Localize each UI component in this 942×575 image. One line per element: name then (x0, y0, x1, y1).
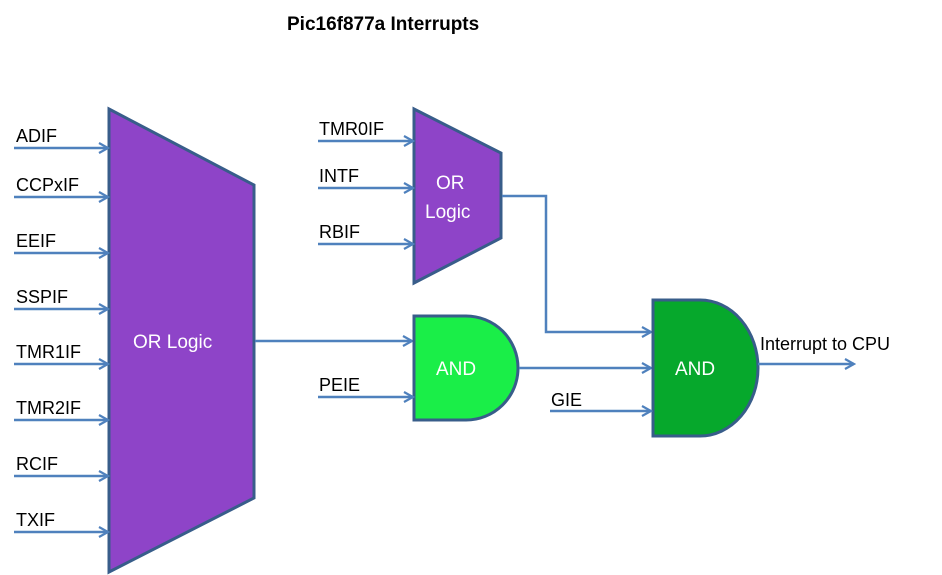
peripheral-inputs: ADIF CCPxIF EEIF SSPIF TMR1IF TMR2IF RCI… (14, 126, 108, 532)
output-label: Interrupt to CPU (760, 334, 890, 354)
core-or-gate (412, 106, 503, 286)
input-label-tmr1if: TMR1IF (16, 342, 81, 362)
input-label-rcif: RCIF (16, 454, 58, 474)
input-label-tmr2if: TMR2IF (16, 398, 81, 418)
diagram-title: Pic16f877a Interrupts (287, 14, 479, 35)
input-label-peie: PEIE (319, 375, 360, 395)
input-label-eeif: EEIF (16, 231, 56, 251)
peripheral-or-label: OR Logic (133, 332, 212, 353)
input-label-ccpxif: CCPxIF (16, 175, 79, 195)
gie-and-gate (651, 298, 760, 438)
core-or-label-line2: Logic (425, 202, 470, 223)
input-label-tmr0if: TMR0IF (319, 119, 384, 139)
input-label-gie: GIE (551, 390, 582, 410)
core-or-output-wire (502, 194, 651, 332)
input-label-txif: TXIF (16, 510, 55, 530)
input-label-adif: ADIF (16, 126, 57, 146)
input-label-rbif: RBIF (319, 222, 360, 242)
core-inputs: TMR0IF INTF RBIF (318, 119, 413, 244)
peie-and-gate (412, 314, 520, 422)
peie-and-label: AND (436, 359, 476, 380)
core-or-label-line1: OR (436, 173, 465, 194)
input-label-intf: INTF (319, 166, 359, 186)
input-label-sspif: SSPIF (16, 287, 68, 307)
gie-and-label: AND (675, 359, 715, 380)
